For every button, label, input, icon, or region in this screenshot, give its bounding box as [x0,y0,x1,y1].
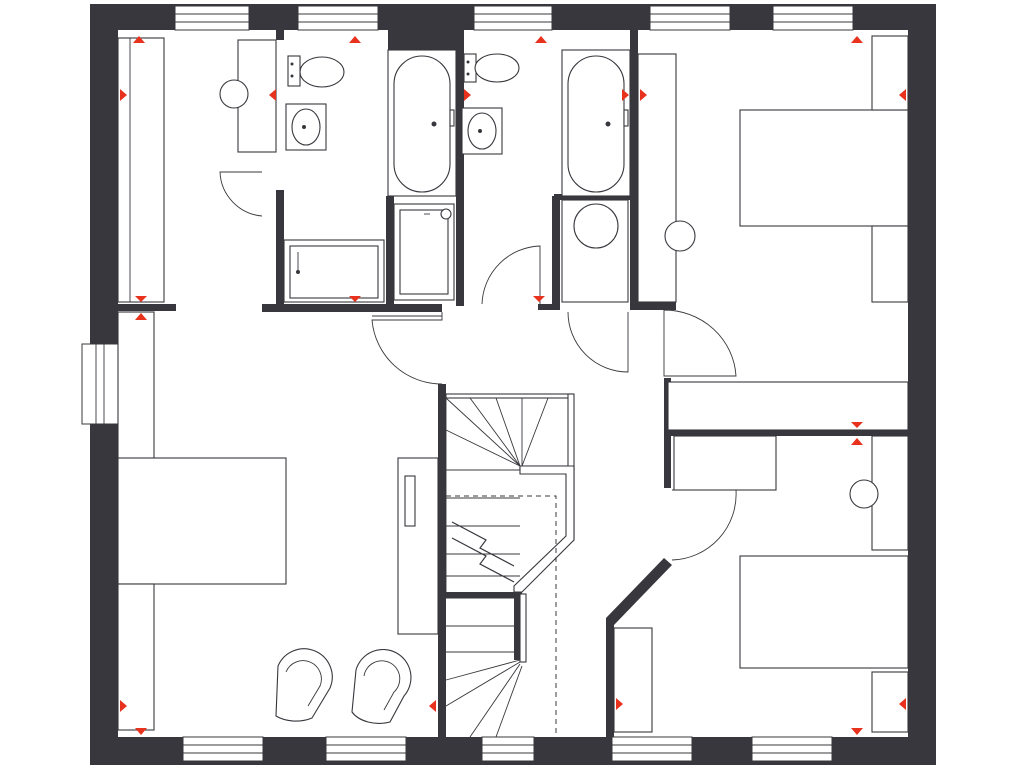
door-swing-icon [567,311,629,373]
outlet-marker-icon [349,36,361,43]
window-icon [481,736,535,762]
double-bed-icon [117,457,287,731]
armchair-icon [275,648,333,722]
wardrobe [117,311,155,461]
window-icon [751,736,833,762]
bedroom-1 [117,37,439,731]
window-icon [81,343,119,425]
outlet-marker-icon [640,89,647,101]
nightstand [849,435,909,551]
ensuite [461,49,631,373]
bathtub-icon [283,239,385,303]
window-icon [182,736,264,762]
shower-icon [393,203,455,301]
outlet-marker-icon [429,700,436,712]
outlet-marker-icon [851,438,863,445]
outlet-marker-icon [133,36,145,43]
wardrobe [117,37,165,303]
double-bed-icon [739,555,909,733]
outlet-marker-icon [851,36,863,43]
outlet-marker-icon [269,89,276,101]
outlet-marker-icon [899,698,906,710]
basin-icon [461,107,503,155]
outlet-marker-icon [899,89,906,101]
door-swing-icon [219,171,263,217]
outlet-marker-icon [535,36,547,43]
outlet-marker-icon [622,89,629,101]
wardrobe [637,53,677,303]
staircase-icon [445,393,575,738]
door-swing-icon [663,309,737,377]
window-icon [325,736,407,762]
bathroom-1 [219,39,457,385]
armchair-icon [351,648,412,724]
outlet-marker-icon [120,700,127,712]
outlet-marker-icon [135,296,147,302]
outlet-marker-icon [349,296,361,302]
desk-drawer [404,475,416,527]
double-bed-icon [739,35,909,303]
outlet-marker-icon [851,728,863,735]
window-icon [649,5,731,31]
shower-icon [561,199,629,303]
toilet-icon [463,53,520,83]
bathtub-icon [561,49,631,197]
bedroom-2 [637,35,909,431]
outlet-marker-icon [120,89,127,101]
window-icon [174,5,250,31]
toilet-icon [287,55,345,88]
door-swing-icon [481,245,541,306]
bedroom-3 [613,435,909,733]
window-icon [611,736,693,762]
outlet-marker-icon [851,422,863,428]
door-swing-icon [671,489,737,561]
outlet-marker-icon [616,698,623,710]
interior-walls [118,30,908,737]
outlet-marker-icon [464,89,471,101]
outlet-marker-icon [135,728,147,735]
window-icon [772,5,854,31]
desk [397,457,439,635]
window-icon [473,5,553,31]
window-icon [297,5,379,31]
wardrobe [673,435,777,491]
outlet-marker-icon [135,313,147,320]
bathtub-icon [387,49,457,197]
outlet-marker-icon [533,296,545,302]
basin-icon [285,103,327,151]
wardrobe [667,381,909,431]
windows [81,5,854,762]
desk [613,627,653,733]
door-swing-icon [371,312,443,385]
outlet-markers [120,36,906,735]
